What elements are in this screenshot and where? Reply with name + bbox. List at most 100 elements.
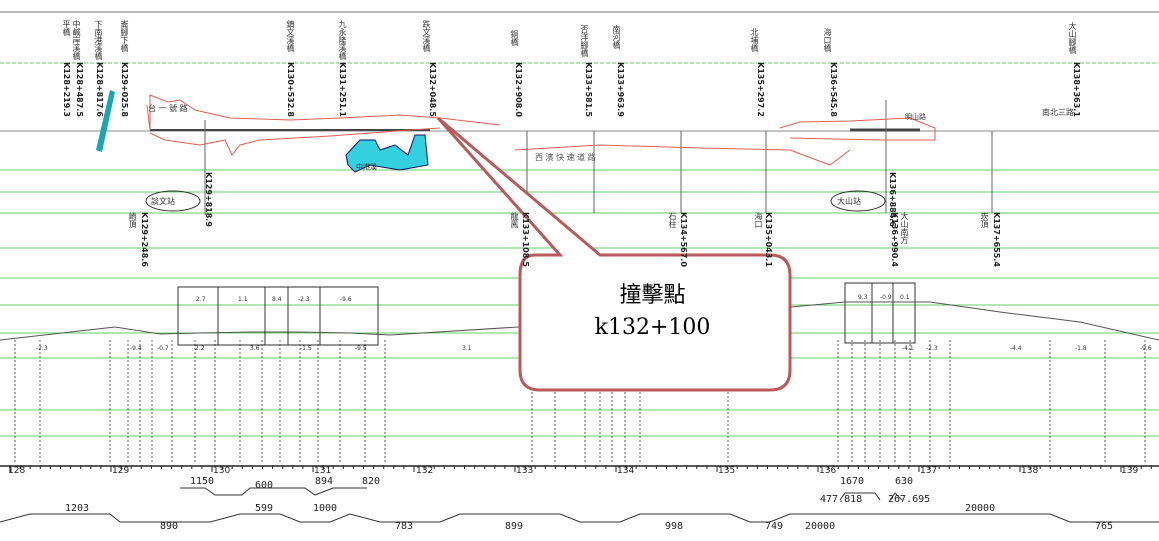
km-tick-label: 130 [213,466,231,476]
curve-label: 1150 [190,476,215,487]
curve-label: 20000 [805,521,836,532]
km-tick-label: 128 [8,466,26,476]
curve-label: 20000 [965,503,996,514]
curve-label: 820 [362,476,381,487]
callout-title: 撞擊點 [619,283,686,308]
bridge-chainage: K133+581.5 [584,62,593,117]
bridge-chainage: K131+251.1 [338,62,347,117]
bridge-chainage: K128+219.3 [62,62,71,117]
curve-label: 1203 [65,503,90,514]
bridge-label: 銅橋 [510,30,519,46]
bridge-chainage: K136+545.8 [829,62,838,117]
bridge-label: 中鹹岸溪橋 [72,20,81,60]
grade-label: 2.2 [195,345,205,352]
lower-chainage: K133+108.5 [521,212,530,267]
road-label: 台 一 號 路 [148,104,188,113]
lower-chainage: K137+655.4 [992,212,1001,267]
lower-station: 石柱 [668,212,677,228]
upper-grade-label: 2.7 [196,296,206,303]
curve-label: 1000 [313,503,338,514]
upper-grade-label: 8.4 [272,296,282,303]
lower-chainage: K136+990.4 [890,212,899,267]
upper-grade-label: 9.3 [858,294,868,301]
grade-label: -2.3 [36,345,48,352]
curve-label: 1670 [840,476,865,487]
grade-label: -9.5 [355,345,367,352]
curve-label: 267.695 [888,494,931,505]
grade-label: -1.8 [1075,345,1087,352]
km-tick-label: 131 [314,466,332,476]
bridge-label: 九永隆溪橋 [338,20,347,60]
grade-label: -4.4 [1010,345,1022,352]
bay-shape [345,134,429,173]
bay-label: 中港溪 [356,163,377,171]
upper-grade-label: 0.1 [900,294,910,301]
curve-label: 749 [765,521,784,532]
km-ticks [9,466,1152,472]
curve-label: 599 [255,503,274,514]
curve-line-top [180,487,367,496]
bridge-chainage: K130+532.8 [286,62,295,117]
station-label: 大山站 [837,197,861,206]
km-tick-label: 129 [112,466,130,476]
lower-chainage: K135+043.1 [764,212,773,267]
km-tick-label: 136 [819,466,837,476]
lower-chainage: K134+567.0 [679,212,688,267]
grade-label: -0.7 [157,345,169,352]
bridge-chainage: K128+817.6 [95,62,104,117]
upper-grade-label: 1.1 [238,296,248,303]
gradient-boxes [177,282,916,346]
bridge-label: 崙腳下橋 [120,20,129,52]
station-chainage: K136+884.6 [888,172,897,227]
km-tick-label: 133 [516,466,534,476]
curve-label: 765 [1095,521,1114,532]
lower-station: 龍鳳 [510,212,519,228]
bridge-label: 北埔橋 [750,28,759,52]
station-ellipse-2 [830,190,886,212]
bridge-label: 南河橋 [612,25,621,49]
bridge-label: 大山腳橋 [1068,22,1077,54]
curve-label: 890 [160,521,179,532]
upper-grade-label: -0.9 [880,294,892,301]
station-ellipse-1 [145,190,201,212]
lower-chainage: K129+248.6 [140,212,149,267]
grade-label: -4.1 [902,345,914,352]
curve-label: 894 [315,476,334,487]
road-outlines [146,94,936,166]
curve-label: 477.818 [820,494,863,505]
bridge-label: 鎮文溪橋 [286,20,295,52]
grade-label: -9.6 [1140,345,1152,352]
bridge-chainage: K132+908.0 [514,62,523,117]
lower-station: 崁頂 [980,212,989,228]
curve-line-bottom [0,513,1159,523]
bridge-chainage: K138+363.1 [1072,62,1081,117]
km-tick-label: 137 [920,466,938,476]
curve-label: 600 [255,480,274,491]
curve-label: 783 [395,521,414,532]
ground-profile [0,301,1159,341]
curve-label: 630 [895,476,914,487]
upper-grade-label: -2.3 [298,296,310,303]
grade-label: 3.6 [250,345,260,352]
lower-station: 崎頂 [128,212,137,228]
km-tick-label: 132 [416,466,434,476]
station-label: 談文站 [151,197,175,206]
highway-label: 西 濱 快 速 道 路 [535,153,596,162]
station-chainage: K129+818.9 [204,172,213,227]
bridge-chainage: K129+025.8 [120,62,129,117]
grade-label: -9.4 [130,345,142,352]
bridge-label: 下南港溪橋 [94,20,103,60]
mingshan-label: 明山路 [905,113,926,121]
bridge-label: 平橋 [62,20,71,36]
grade-label: -1.5 [300,345,312,352]
bridge-label: 否洋腳橋 [580,25,589,57]
lower-station: 大山南方 [900,212,909,244]
callout-text: 撞擊點 k132+100 [520,280,785,344]
callout-balloon [436,116,792,392]
upper-grade-label: -9.6 [340,296,352,303]
bridge-chainage: K128+487.5 [75,62,84,117]
bridge-chainage: K132+048.5 [428,62,437,117]
lower-station: 海口 [754,212,763,228]
bridge-chainage: K133+963.9 [616,62,625,117]
